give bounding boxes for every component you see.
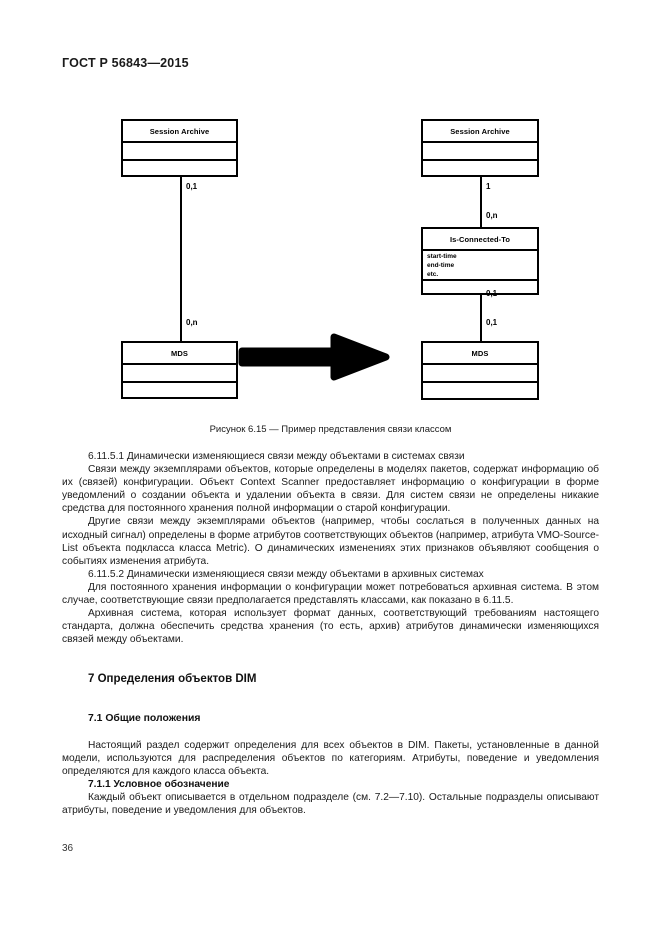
class-title: Is-Connected-To <box>423 229 537 251</box>
spacer <box>62 659 599 672</box>
uml-class-mds-right: MDS <box>421 341 539 400</box>
multiplicity-left-bottom: 0,n <box>186 318 198 327</box>
paragraph-2: Другие связи между экземплярами объектов… <box>62 516 599 567</box>
paragraph-1: Связи между экземплярами объектов, котор… <box>62 464 599 515</box>
page-header: ГОСТ Р 56843—2015 <box>62 56 189 70</box>
spacer <box>62 646 599 659</box>
multiplicity-left-top: 0,1 <box>186 182 198 191</box>
attribute-end-time: end-time <box>427 261 455 269</box>
paragraph-4: Архивная система, которая использует фор… <box>62 608 599 646</box>
page-body: 6.11.5.1 Динамически изменяющиеся связи … <box>62 450 599 817</box>
figure-caption: Рисунок 6.15 — Пример представления связ… <box>209 424 452 435</box>
class-operations-compartment <box>123 383 236 401</box>
uml-class-session-archive-left: Session Archive <box>121 119 238 177</box>
spacer <box>62 699 599 712</box>
multiplicity-right-2: 0,n <box>486 211 498 220</box>
right-arrow-icon <box>238 333 390 381</box>
section-heading-7-1: 7.1 Общие положения <box>88 713 201 725</box>
association-line-left <box>180 177 182 341</box>
figure-6-15: Session Archive 0,1 0,n MDS Session Arch… <box>0 105 661 415</box>
association-line-right-upper <box>480 177 482 227</box>
multiplicity-right-3: 0,1 <box>486 289 498 298</box>
clause-6-11-5-2: 6.11.5.2 Динамически изменяющиеся связи … <box>88 568 484 580</box>
class-attributes-compartment <box>423 143 537 161</box>
class-attributes-compartment <box>423 365 537 383</box>
spacer <box>62 686 599 699</box>
class-attributes-compartment: start-time end-time etc. <box>423 251 537 281</box>
attribute-start-time: start-time <box>427 253 457 260</box>
class-operations-compartment <box>423 383 537 401</box>
class-title: Session Archive <box>423 121 537 143</box>
section-heading-7-1-1: 7.1.1 Условное обозначение <box>88 778 230 790</box>
multiplicity-right-1: 1 <box>486 182 491 191</box>
section-heading-7: 7 Определения объектов DIM <box>88 673 257 686</box>
class-title: Session Archive <box>123 121 236 143</box>
multiplicity-right-4: 0,1 <box>486 318 498 327</box>
class-attributes-compartment <box>123 365 236 383</box>
spacer <box>62 726 599 739</box>
class-attributes-compartment <box>123 143 236 161</box>
paragraph-3: Для постоянного хранения информации о ко… <box>62 581 599 607</box>
class-title: MDS <box>423 343 537 365</box>
uml-class-session-archive-right: Session Archive <box>421 119 539 177</box>
paragraph-6: Каждый объект описывается в отдельном по… <box>62 791 599 816</box>
paragraph-5: Настоящий раздел содержит определения дл… <box>62 739 599 777</box>
association-line-right-lower <box>480 295 482 341</box>
uml-class-mds-left: MDS <box>121 341 238 399</box>
attribute-etc: etc. <box>427 270 439 278</box>
uml-class-is-connected-to: Is-Connected-To start-time end-time etc. <box>421 227 539 295</box>
page-number: 36 <box>62 843 74 854</box>
clause-6-11-5-1: 6.11.5.1 Динамически изменяющиеся связи … <box>88 451 465 462</box>
class-title: MDS <box>123 343 236 365</box>
